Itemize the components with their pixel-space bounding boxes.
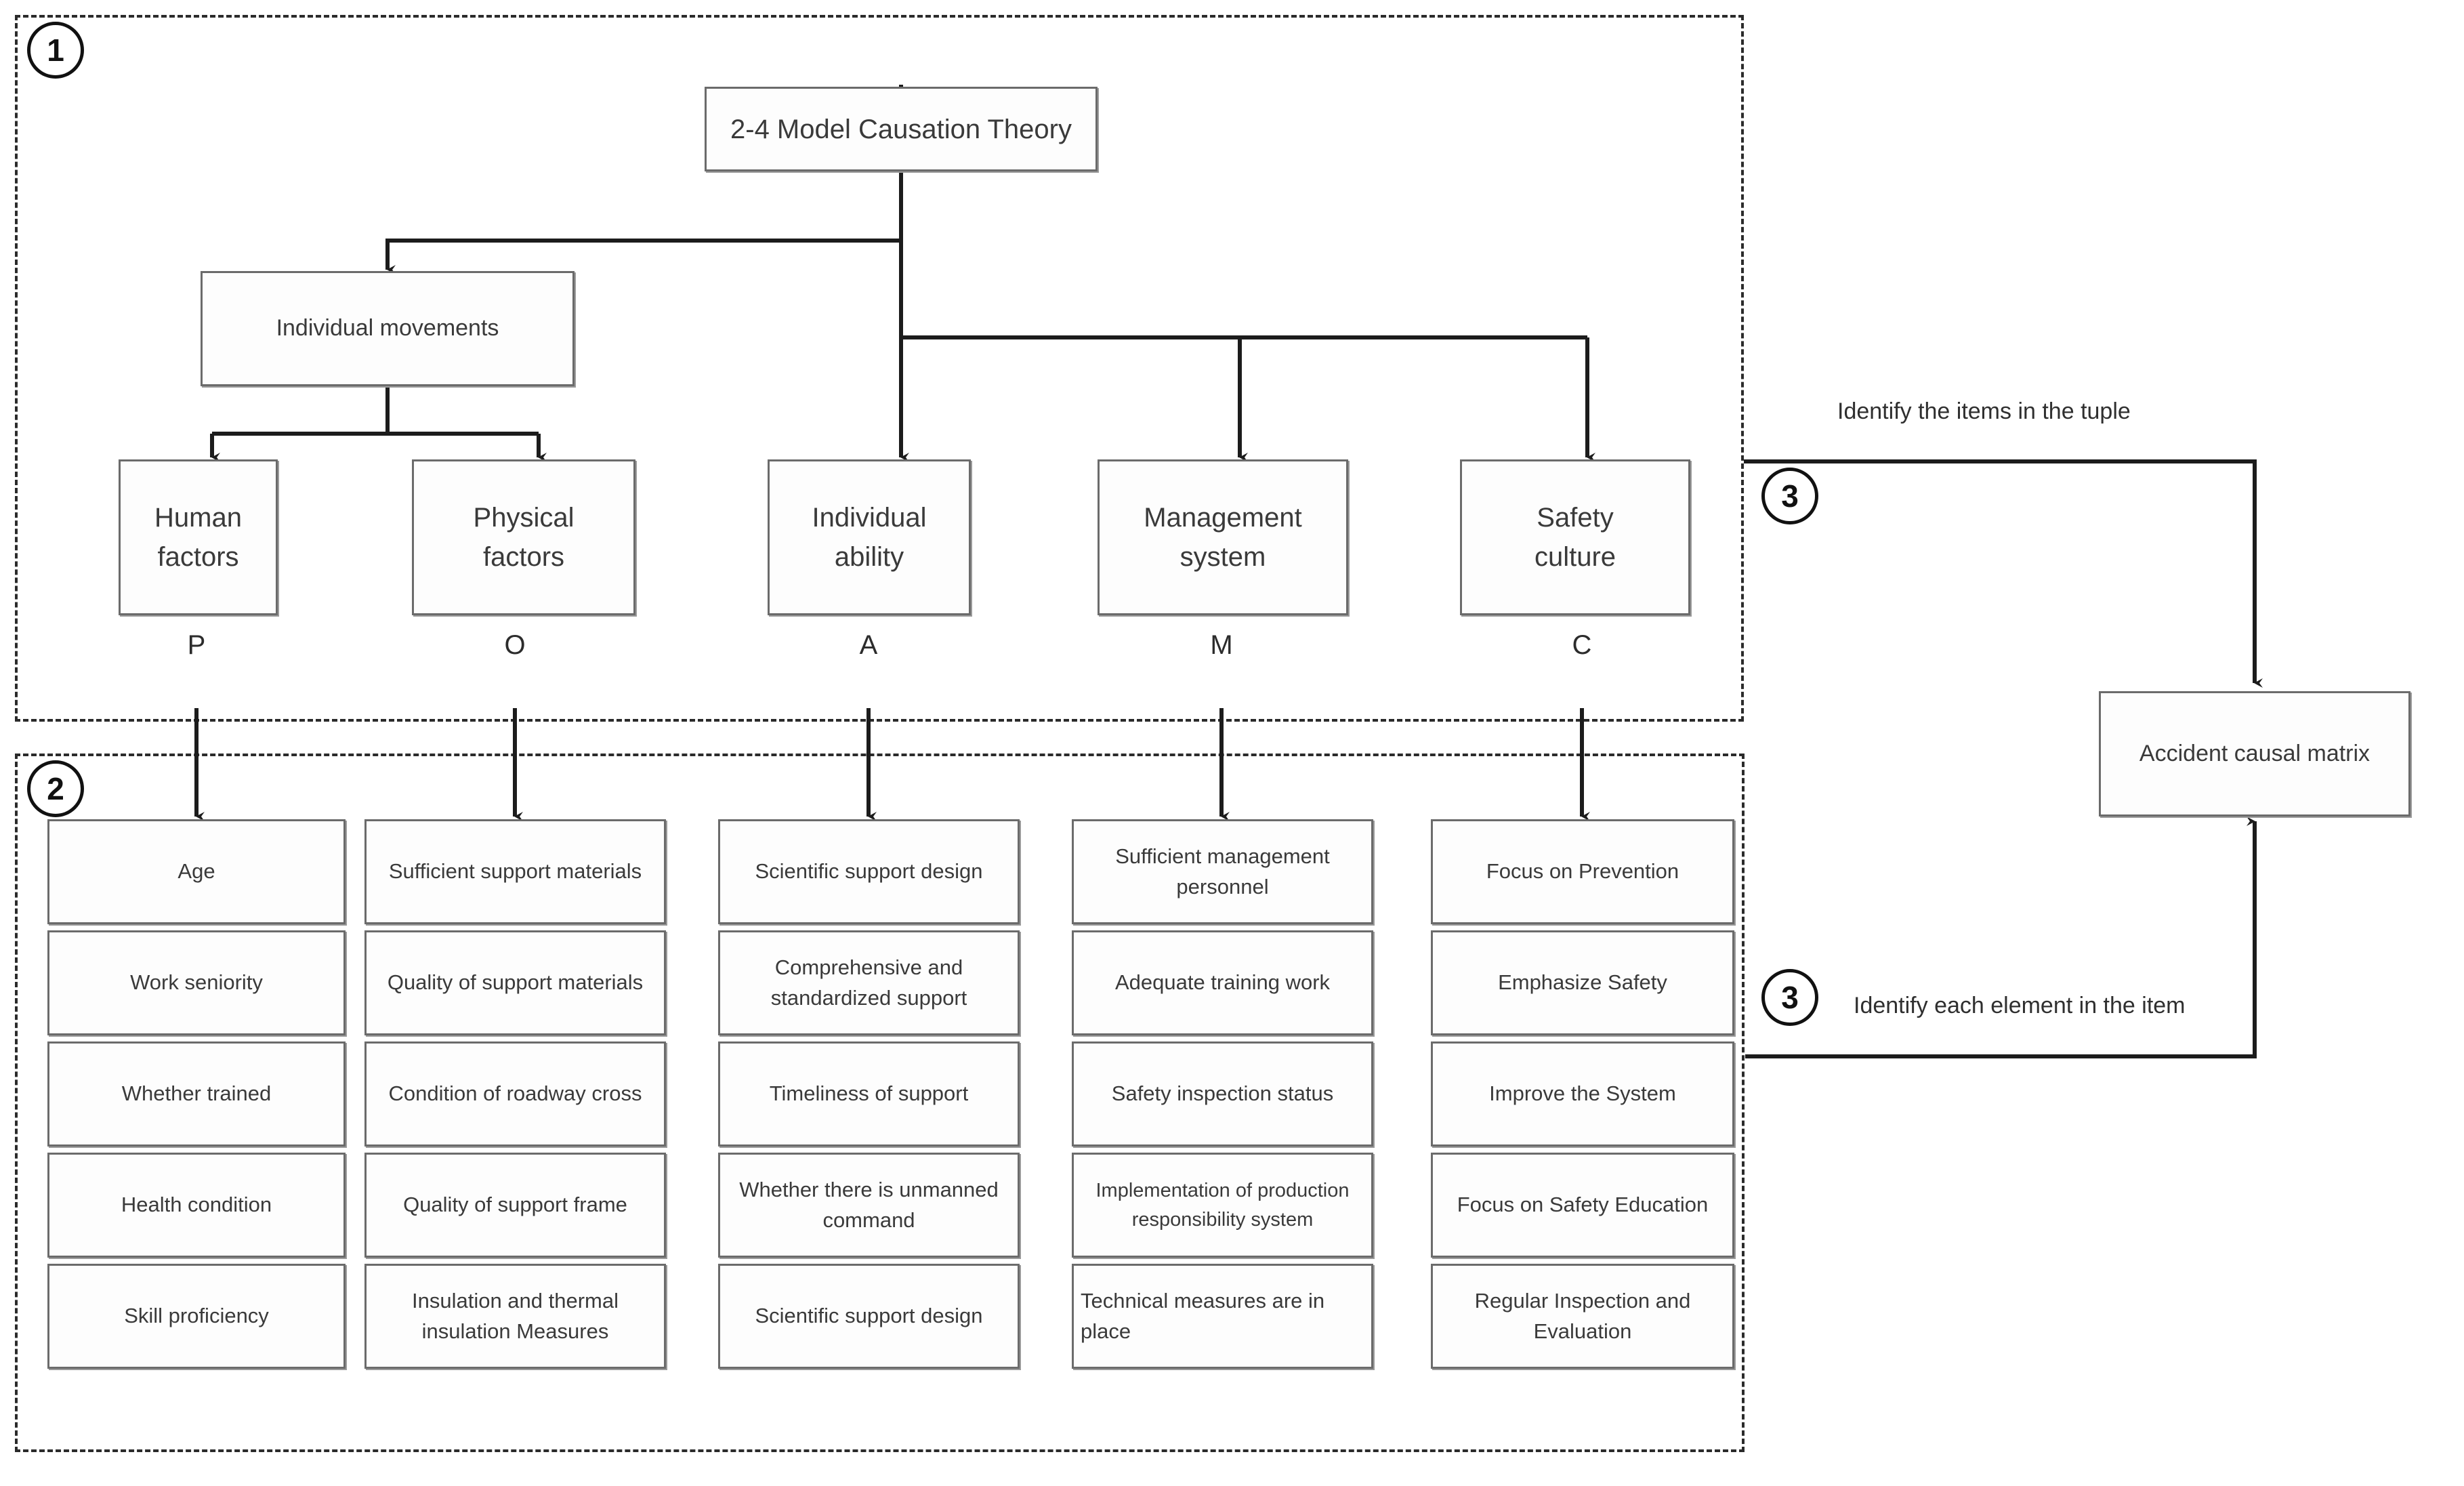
dashed-region-1 <box>15 15 1744 722</box>
item-c-2[interactable]: Emphasize Safety <box>1431 930 1734 1035</box>
item-m-5-label: Technical measures are in place <box>1081 1288 1325 1343</box>
node-root-theory-label: 2-4 Model Causation Theory <box>730 114 1072 144</box>
code-letter-c: C <box>1572 630 1592 660</box>
item-p-2-label: Work seniority <box>130 970 263 995</box>
item-m-1[interactable]: Sufficient management personnel <box>1072 819 1373 924</box>
item-c-5[interactable]: Regular Inspection and Evaluation <box>1431 1264 1734 1369</box>
node-category-management-system-label: Management system <box>1144 503 1302 572</box>
node-category-physical-factors-label: Physical factors <box>473 503 575 572</box>
region-badge-2-number: 2 <box>47 771 64 806</box>
item-p-5-label: Skill proficiency <box>124 1304 269 1328</box>
region-badge-1-number: 1 <box>47 33 64 68</box>
item-a-5-label: Scientific support design <box>755 1304 983 1328</box>
item-m-5[interactable]: Technical measures are in place <box>1072 1264 1373 1369</box>
step-badge-3-lower-number: 3 <box>1781 980 1799 1015</box>
item-o-1[interactable]: Sufficient support materials <box>364 819 666 924</box>
label-identify-each-element: Identify each element in the item <box>1854 993 2186 1018</box>
item-a-2-label: Comprehensive and standardized support <box>770 955 967 1010</box>
node-individual-movements[interactable]: Individual movements <box>201 271 575 386</box>
item-a-4[interactable]: Whether there is unmanned command <box>718 1153 1020 1258</box>
item-a-3[interactable]: Timeliness of support <box>718 1041 1020 1147</box>
item-m-1-label: Sufficient management personnel <box>1115 844 1330 899</box>
node-category-human-factors[interactable]: Human factors <box>119 459 278 615</box>
step-badge-3-upper-number: 3 <box>1781 478 1799 514</box>
item-c-5-label: Regular Inspection and Evaluation <box>1474 1288 1691 1343</box>
step-badge-3-upper: 3 <box>1761 468 1818 524</box>
item-o-2-label: Quality of support materials <box>387 970 644 995</box>
item-a-3-label: Timeliness of support <box>769 1081 969 1106</box>
item-c-3-label: Improve the System <box>1489 1081 1676 1106</box>
code-letter-m: M <box>1210 630 1233 660</box>
code-letter-a: A <box>859 630 878 660</box>
item-c-3[interactable]: Improve the System <box>1431 1041 1734 1147</box>
code-letter-p: P <box>187 630 206 660</box>
node-accident-causal-matrix-label: Accident causal matrix <box>2139 740 2371 766</box>
item-m-4-label: Implementation of production responsibil… <box>1095 1180 1350 1231</box>
item-a-1[interactable]: Scientific support design <box>718 819 1020 924</box>
node-category-safety-culture-label: Safety culture <box>1534 503 1616 572</box>
node-category-safety-culture[interactable]: Safety culture <box>1460 459 1690 615</box>
node-category-individual-ability[interactable]: Individual ability <box>768 459 971 615</box>
node-individual-movements-label: Individual movements <box>276 315 499 342</box>
item-p-3[interactable]: Whether trained <box>47 1041 346 1147</box>
item-a-1-label: Scientific support design <box>755 859 983 884</box>
item-p-1[interactable]: Age <box>47 819 346 924</box>
item-p-4-label: Health condition <box>121 1193 272 1217</box>
node-accident-causal-matrix[interactable]: Accident causal matrix <box>2099 691 2410 817</box>
item-p-5[interactable]: Skill proficiency <box>47 1264 346 1369</box>
node-category-physical-factors[interactable]: Physical factors <box>412 459 635 615</box>
item-c-2-label: Emphasize Safety <box>1498 970 1667 995</box>
item-a-4-label: Whether there is unmanned command <box>739 1177 999 1232</box>
item-o-3-label: Condition of roadway cross <box>388 1081 642 1106</box>
item-o-1-label: Sufficient support materials <box>388 859 642 884</box>
item-o-5-label: Insulation and thermal insulation Measur… <box>411 1288 619 1343</box>
item-o-4-label: Quality of support frame <box>403 1193 627 1217</box>
item-a-5[interactable]: Scientific support design <box>718 1264 1020 1369</box>
item-m-3[interactable]: Safety inspection status <box>1072 1041 1373 1147</box>
item-p-4[interactable]: Health condition <box>47 1153 346 1258</box>
item-m-2[interactable]: Adequate training work <box>1072 930 1373 1035</box>
item-c-4[interactable]: Focus on Safety Education <box>1431 1153 1734 1258</box>
item-p-3-label: Whether trained <box>121 1081 272 1106</box>
item-p-2[interactable]: Work seniority <box>47 930 346 1035</box>
dashed-region-2 <box>15 754 1745 1452</box>
item-m-2-label: Adequate training work <box>1114 970 1331 995</box>
step-badge-3-lower: 3 <box>1761 969 1818 1026</box>
item-m-4[interactable]: Implementation of production responsibil… <box>1072 1153 1373 1258</box>
label-identify-items-tuple: Identify the items in the tuple <box>1837 398 2131 424</box>
item-a-2[interactable]: Comprehensive and standardized support <box>718 930 1020 1035</box>
item-p-1-label: Age <box>178 859 215 884</box>
node-root-theory[interactable]: 2-4 Model Causation Theory <box>705 87 1098 171</box>
item-o-2[interactable]: Quality of support materials <box>364 930 666 1035</box>
item-c-4-label: Focus on Safety Education <box>1457 1193 1709 1217</box>
item-c-1[interactable]: Focus on Prevention <box>1431 819 1734 924</box>
region-badge-1: 1 <box>27 22 84 79</box>
item-c-1-label: Focus on Prevention <box>1486 859 1679 884</box>
item-o-4[interactable]: Quality of support frame <box>364 1153 666 1258</box>
node-category-individual-ability-label: Individual ability <box>812 503 927 572</box>
node-category-human-factors-label: Human factors <box>154 503 242 572</box>
item-o-3[interactable]: Condition of roadway cross <box>364 1041 666 1147</box>
region-badge-2: 2 <box>27 760 84 817</box>
item-m-3-label: Safety inspection status <box>1111 1081 1334 1106</box>
node-category-management-system[interactable]: Management system <box>1098 459 1348 615</box>
item-o-5[interactable]: Insulation and thermal insulation Measur… <box>364 1264 666 1369</box>
code-letter-o: O <box>504 630 526 660</box>
